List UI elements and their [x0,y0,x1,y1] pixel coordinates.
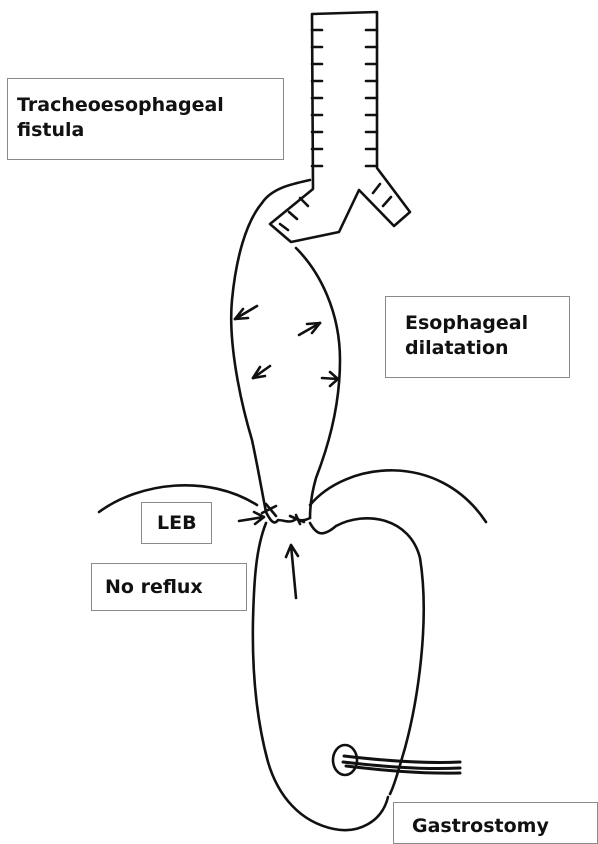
trachea-outline [270,12,410,242]
dilatation-label-line-1: Esophageal [405,311,569,336]
gastrostomy-port [333,745,357,775]
leb-label-box: LEB [141,502,212,544]
fistula-label-box: Tracheoesophageal fistula [7,78,284,160]
no-reflux-label: No reflux [105,575,246,600]
fistula-label-line-2: fistula [17,118,283,143]
fistula-label-line-1: Tracheoesophageal [17,93,283,118]
leb-arrow [239,512,264,524]
trachea-rings-right [366,30,377,166]
stomach-outline-right [310,518,424,794]
no-reflux-arrow [286,545,298,598]
gastrostomy-label-box: Gastrostomy [393,802,598,844]
stomach-outline [253,523,388,830]
no-reflux-label-box: No reflux [91,563,247,611]
gastrostomy-label: Gastrostomy [412,814,597,839]
diaphragm-right [310,470,486,522]
dilatation-arrows [235,306,338,386]
leb-label: LEB [157,511,211,536]
dilatation-label-line-2: dilatation [405,336,569,361]
dilatation-label-box: Esophageal dilatation [385,296,570,378]
esophagus-left-wall [231,180,310,512]
